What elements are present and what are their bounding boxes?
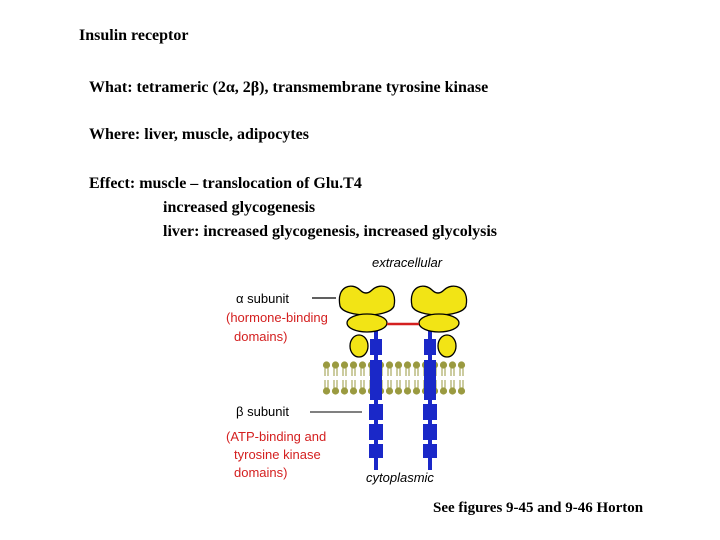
beta-block xyxy=(369,444,383,458)
beta-block xyxy=(370,360,382,400)
reference-footer: See figures 9-45 and 9-46 Horton xyxy=(433,500,644,516)
beta-note-2: tyrosine kinase xyxy=(234,447,321,462)
beta-block xyxy=(369,404,383,420)
lipid-bilayer xyxy=(322,361,466,395)
where-line: Where: liver, muscle, adipocytes xyxy=(89,126,309,143)
beta-note-1: (ATP-binding and xyxy=(226,429,326,444)
cytoplasmic-label: cytoplasmic xyxy=(366,470,434,485)
beta-subunit-label: β subunit xyxy=(236,404,289,419)
beta-block xyxy=(370,339,382,355)
beta-block xyxy=(424,360,436,400)
alpha-note-1: (hormone-binding xyxy=(226,310,328,325)
beta-block xyxy=(423,424,437,440)
what-line: What: tetrameric (2α, 2β), transmembrane… xyxy=(89,79,489,96)
alpha-subunit-left xyxy=(338,285,396,358)
beta-block xyxy=(369,424,383,440)
beta-block xyxy=(423,444,437,458)
beta-block xyxy=(424,339,436,355)
beta-note-3: domains) xyxy=(234,465,287,480)
alpha-subunit-right xyxy=(410,285,468,358)
alpha-subunit-label: α subunit xyxy=(236,291,289,306)
alpha-note-2: domains) xyxy=(234,329,287,344)
beta-block xyxy=(423,404,437,420)
extracellular-label: extracellular xyxy=(372,255,443,270)
slide-title: Insulin receptor xyxy=(79,27,189,44)
effect-line-1: Effect: muscle – translocation of Glu.T4 xyxy=(89,175,362,192)
effect-line-2: increased glycogenesis xyxy=(163,199,316,216)
effect-line-3: liver: increased glycogenesis, increased… xyxy=(163,223,498,240)
